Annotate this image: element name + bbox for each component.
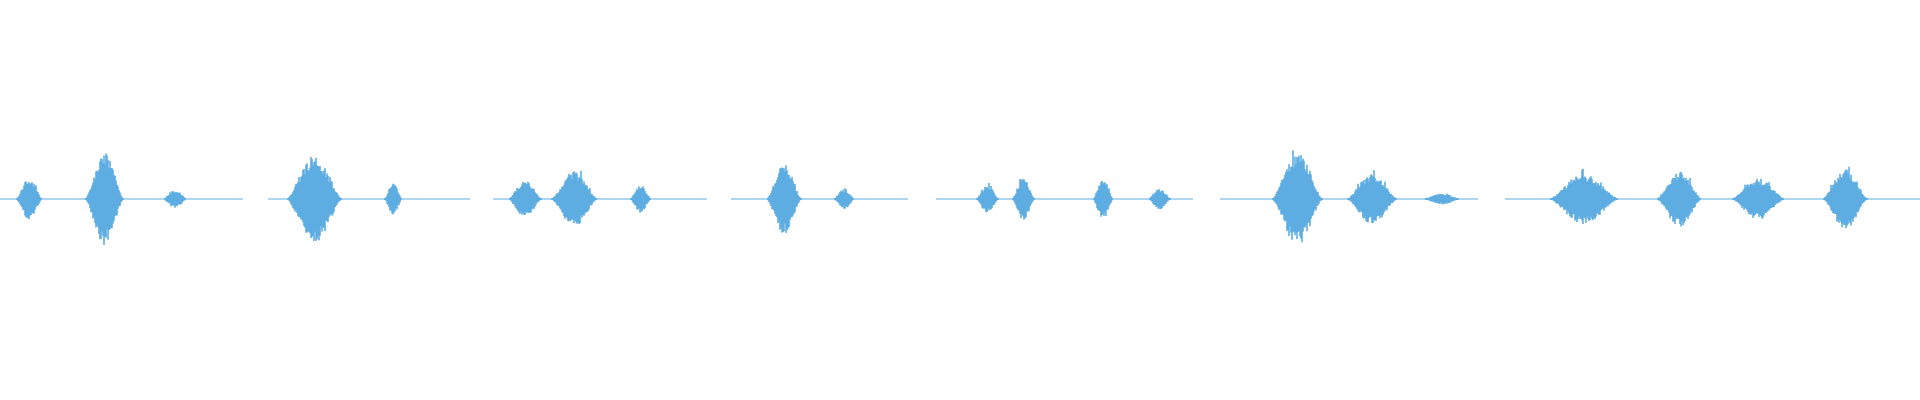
waveform-segment <box>0 153 243 245</box>
waveform-envelope <box>16 153 186 245</box>
waveform-segment <box>493 170 707 224</box>
waveform-envelope <box>976 179 1171 220</box>
waveform-segment <box>1220 150 1478 243</box>
waveform-segment <box>936 179 1193 220</box>
waveform-envelope <box>1272 150 1459 243</box>
waveform-segment <box>731 165 908 233</box>
waveform-envelope <box>767 165 854 233</box>
waveform-segment <box>1505 166 1920 229</box>
waveform-segment <box>268 157 470 242</box>
waveform-envelope <box>1550 166 1868 229</box>
waveform-envelope <box>509 170 651 224</box>
waveform-envelope <box>287 157 402 242</box>
